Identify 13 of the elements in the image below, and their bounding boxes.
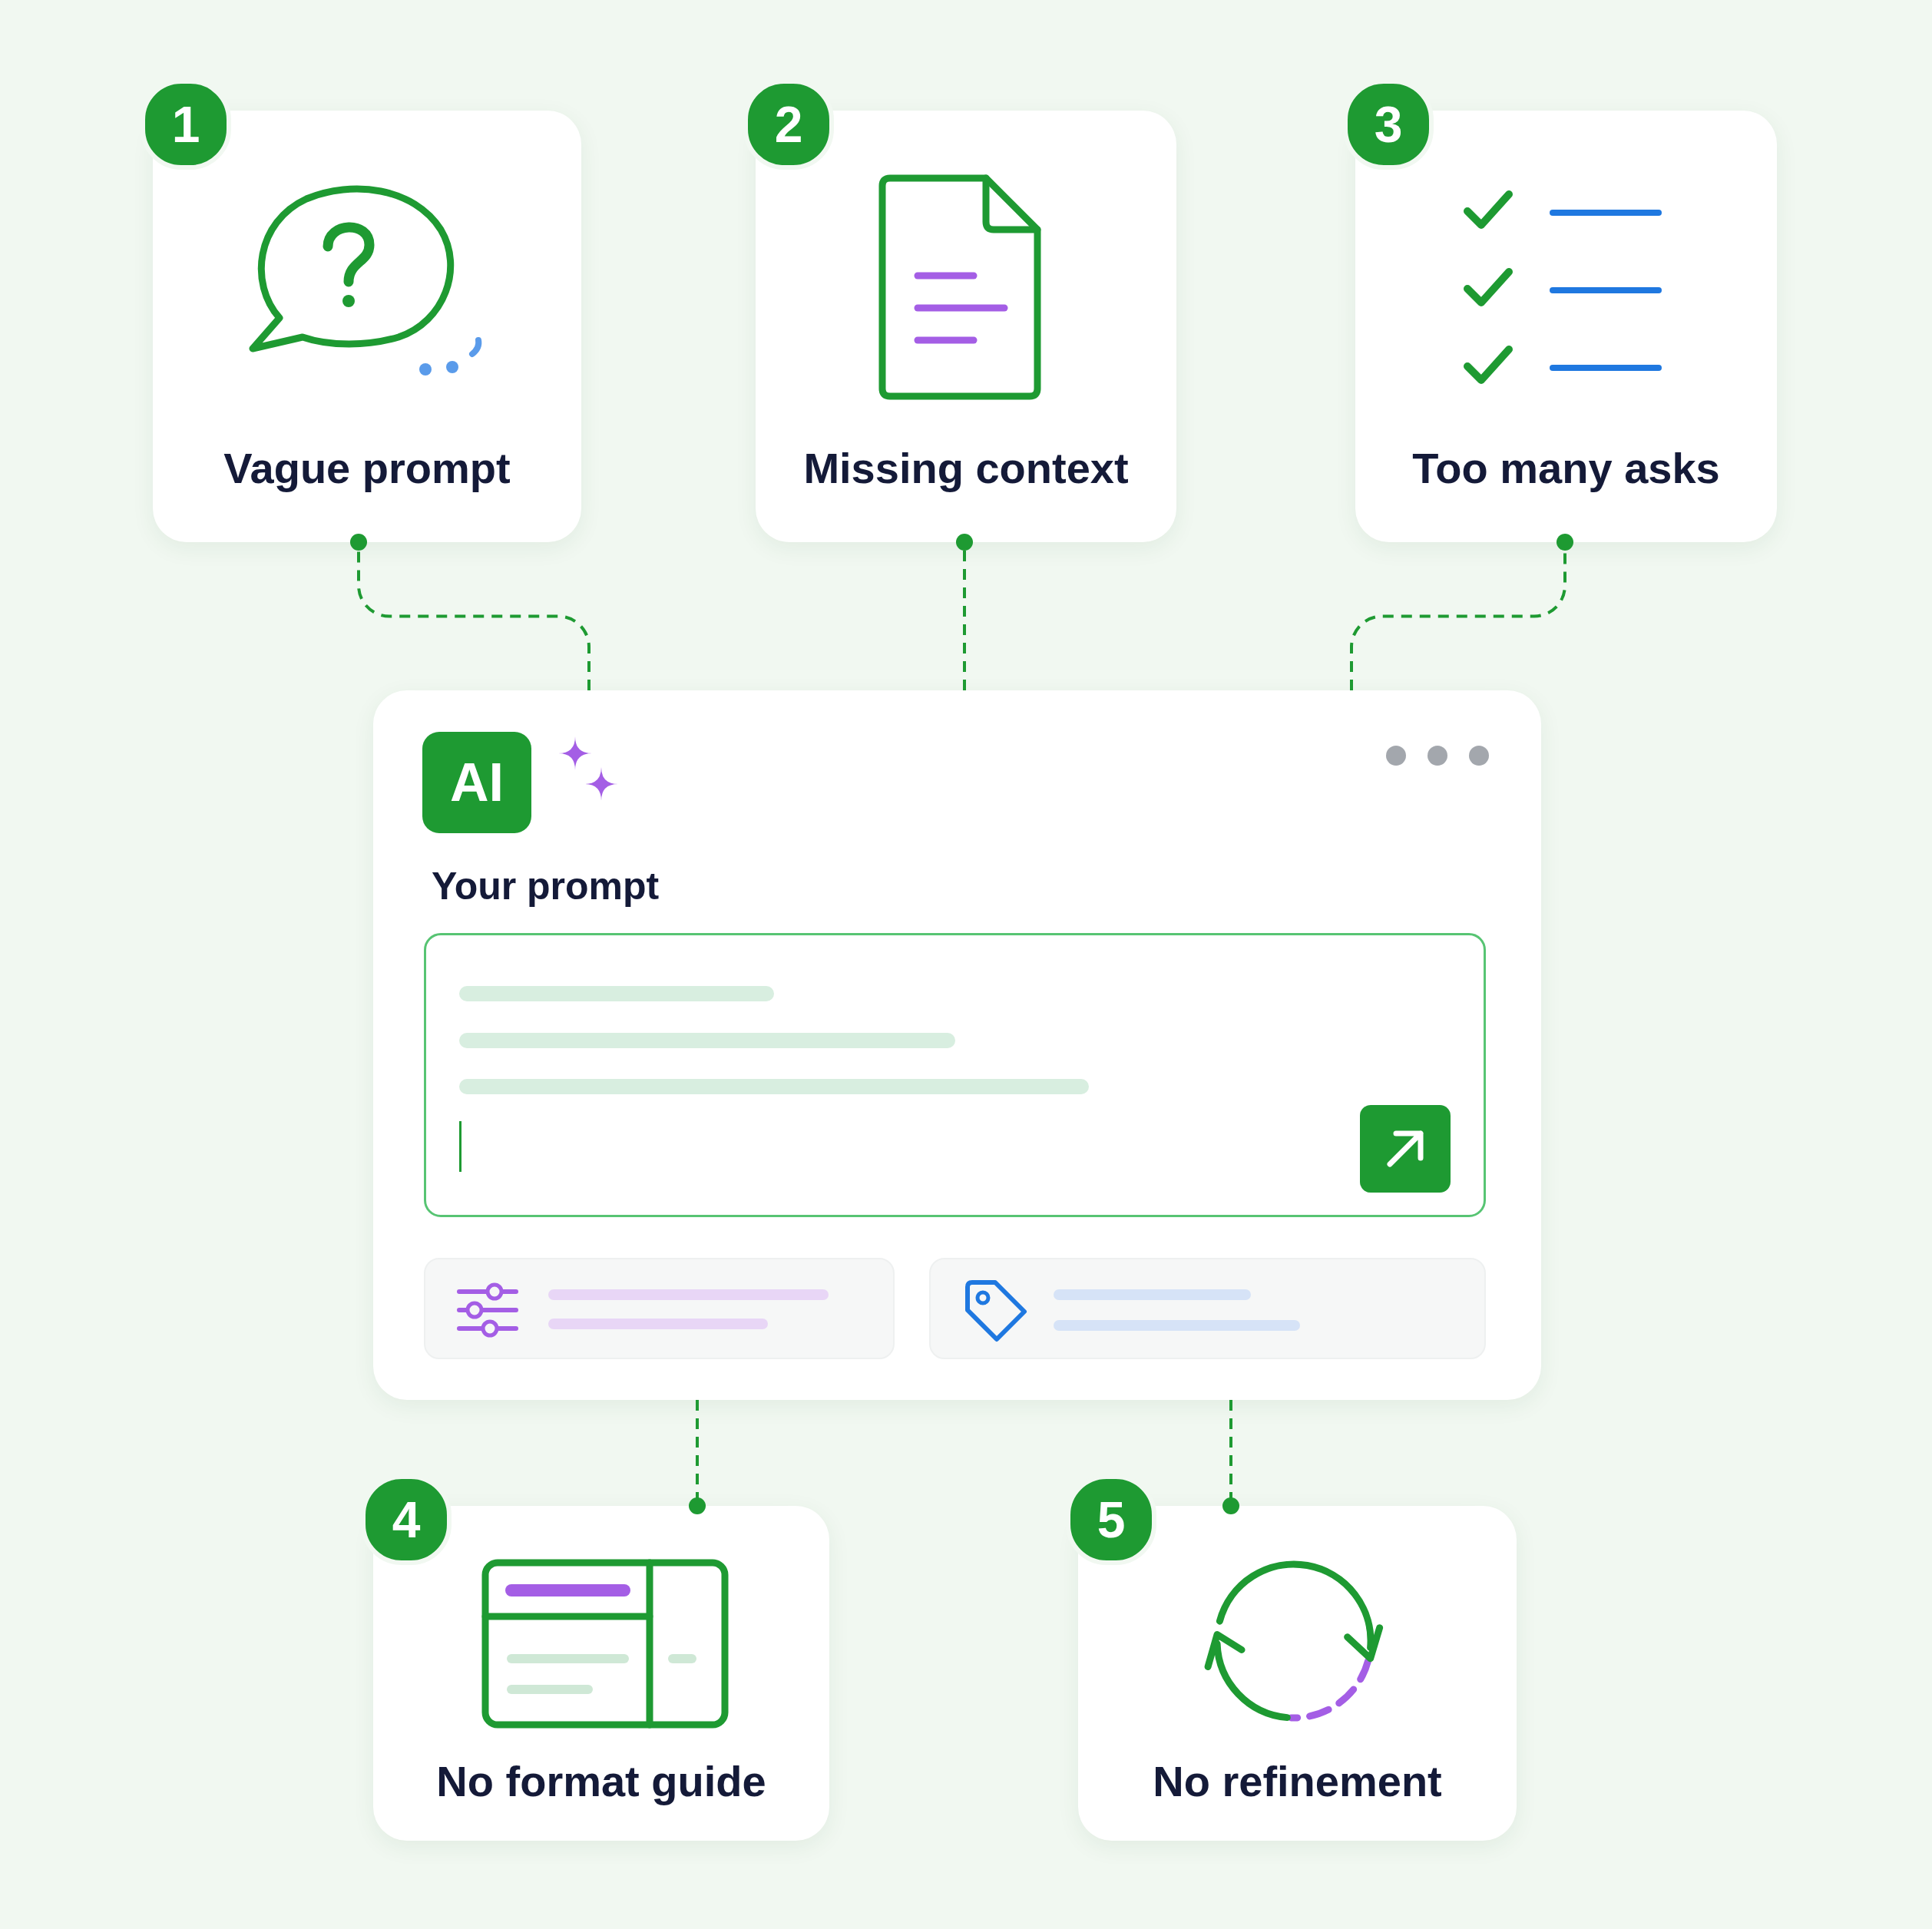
- dashed-connector: [350, 534, 591, 690]
- card-title: Too many asks: [1411, 443, 1721, 494]
- card-title: No refinement: [1152, 1756, 1443, 1807]
- ai-badge: AI: [422, 732, 531, 833]
- card-title: No format guide: [435, 1756, 767, 1807]
- dashed-connector: [1222, 1400, 1239, 1514]
- card-title: Missing context: [802, 443, 1130, 494]
- panel-heading: Your prompt: [432, 864, 660, 908]
- dashed-connector: [956, 534, 973, 690]
- dashed-connector: [1350, 534, 1573, 690]
- card-title: Vague prompt: [223, 443, 511, 494]
- prompt-panel: [373, 690, 1541, 1400]
- dashed-connector: [689, 1400, 706, 1514]
